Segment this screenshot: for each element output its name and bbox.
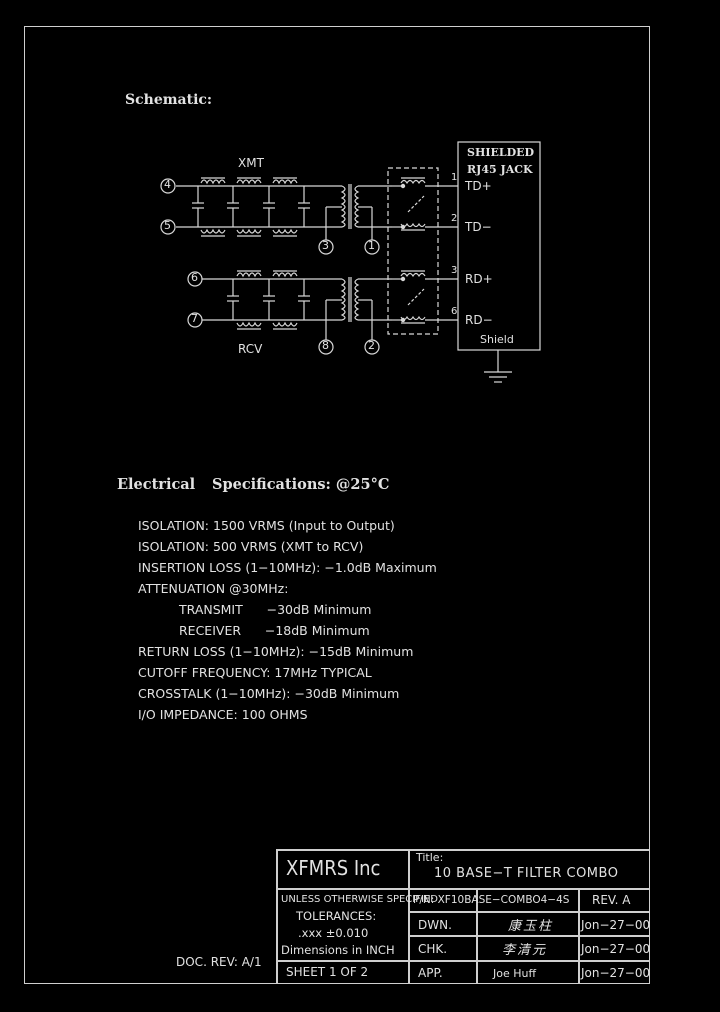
dwn-label: DWN. bbox=[418, 918, 452, 932]
pin-label-7: 7 bbox=[191, 312, 198, 325]
specs-heading-electrical: Electrical bbox=[117, 476, 196, 493]
title-block: XFMRS Inc Title: 10 BASE−T FILTER COMBO … bbox=[276, 849, 650, 984]
spec-return-loss: RETURN LOSS (1−10MHz): −15dB Minimum bbox=[138, 644, 414, 659]
tolerance-value: .xxx ±0.010 bbox=[298, 926, 369, 940]
app-label: APP. bbox=[418, 966, 443, 980]
rcv-inductors bbox=[236, 270, 298, 330]
jack-pin-signal-rd-plus: RD+ bbox=[465, 272, 493, 286]
jack-title-line-1: SHIELDED bbox=[467, 146, 535, 159]
chk-date: Jon−27−00 bbox=[581, 942, 651, 956]
jack-pin-signal-rd-minus: RD− bbox=[465, 313, 493, 327]
xmt-label: XMT bbox=[238, 156, 264, 170]
chk-label: CHK. bbox=[418, 942, 448, 956]
app-date: Jon−27−00 bbox=[581, 966, 651, 980]
spec-receiver: RECEIVER −18dB Minimum bbox=[179, 623, 370, 638]
jack-title-line-2: RJ45 JACK bbox=[467, 163, 533, 176]
spec-io-impedance: I/O IMPEDANCE: 100 OHMS bbox=[138, 707, 308, 722]
xmt-transformer bbox=[325, 184, 392, 240]
unless-otherwise-specified: UNLESS OTHERWISE SPECIFIED bbox=[281, 894, 438, 905]
pin-label-2: 2 bbox=[368, 339, 375, 352]
spec-insertion-loss: INSERTION LOSS (1−10MHz): −1.0dB Maximum bbox=[138, 560, 437, 575]
pin-label-6: 6 bbox=[191, 271, 198, 284]
jack-pin-num-1: 1 bbox=[451, 172, 458, 183]
xmt-bottom-inductors bbox=[200, 228, 298, 237]
tolerances-label: TOLERANCES: bbox=[296, 909, 377, 923]
dimensions-note: Dimensions in INCH bbox=[281, 943, 395, 957]
revision: REV. A bbox=[592, 893, 631, 907]
pin-label-4: 4 bbox=[164, 178, 171, 191]
jack-pin-num-6: 6 bbox=[451, 306, 458, 317]
chk-signature: 李清元 bbox=[502, 943, 548, 958]
spec-isolation-xmt-rcv: ISOLATION: 500 VRMS (XMT to RCV) bbox=[138, 539, 364, 554]
spec-attenuation: ATTENUATION @30MHz: bbox=[138, 581, 289, 596]
rcv-transformer bbox=[325, 277, 392, 340]
jack-pin-signal-td-minus: TD− bbox=[465, 220, 492, 234]
app-name: Joe Huff bbox=[493, 967, 537, 980]
part-number: P/N: XF10BASE−COMBO4−4S bbox=[413, 894, 570, 906]
specs-heading-conditions: Specifications: @25°C bbox=[212, 476, 390, 493]
drawing-frame bbox=[24, 26, 650, 984]
spec-cutoff-frequency: CUTOFF FREQUENCY: 17MHz TYPICAL bbox=[138, 665, 372, 680]
pin-label-5: 5 bbox=[164, 219, 171, 232]
jack-pin-num-3: 3 bbox=[451, 265, 458, 276]
spec-transmit: TRANSMIT −30dB Minimum bbox=[179, 602, 372, 617]
schematic-diagram bbox=[160, 141, 541, 383]
rcv-capacitors bbox=[227, 279, 310, 320]
xmt-top-inductors bbox=[200, 177, 298, 185]
shield-label: Shield bbox=[480, 333, 514, 346]
jack-pin-signal-td-plus: TD+ bbox=[465, 179, 492, 193]
pin-label-8: 8 bbox=[322, 339, 329, 352]
title-label: Title: bbox=[416, 851, 444, 864]
doc-revision: DOC. REV: A/1 bbox=[176, 955, 262, 969]
pin-label-1: 1 bbox=[368, 239, 375, 252]
sheet-number: SHEET 1 OF 2 bbox=[286, 965, 369, 979]
common-mode-choke-box bbox=[387, 167, 458, 335]
spec-crosstalk: CROSSTALK (1−10MHz): −30dB Minimum bbox=[138, 686, 400, 701]
company-name: XFMRS Inc bbox=[286, 856, 381, 880]
jack-pin-num-2: 2 bbox=[451, 213, 458, 224]
dwn-signature: 康玉柱 bbox=[508, 919, 554, 934]
dwn-date: Jon−27−00 bbox=[581, 918, 651, 932]
pin-label-3: 3 bbox=[322, 239, 329, 252]
left-pin-circles bbox=[160, 178, 203, 328]
rj45-jack-box bbox=[457, 141, 541, 383]
drawing-title: 10 BASE−T FILTER COMBO bbox=[434, 866, 619, 881]
spec-isolation-io: ISOLATION: 1500 VRMS (Input to Output) bbox=[138, 518, 395, 533]
schematic-heading: Schematic: bbox=[125, 92, 213, 108]
rcv-label: RCV bbox=[238, 342, 263, 356]
xmt-capacitors bbox=[192, 186, 310, 227]
center-pin-circles bbox=[318, 239, 380, 355]
